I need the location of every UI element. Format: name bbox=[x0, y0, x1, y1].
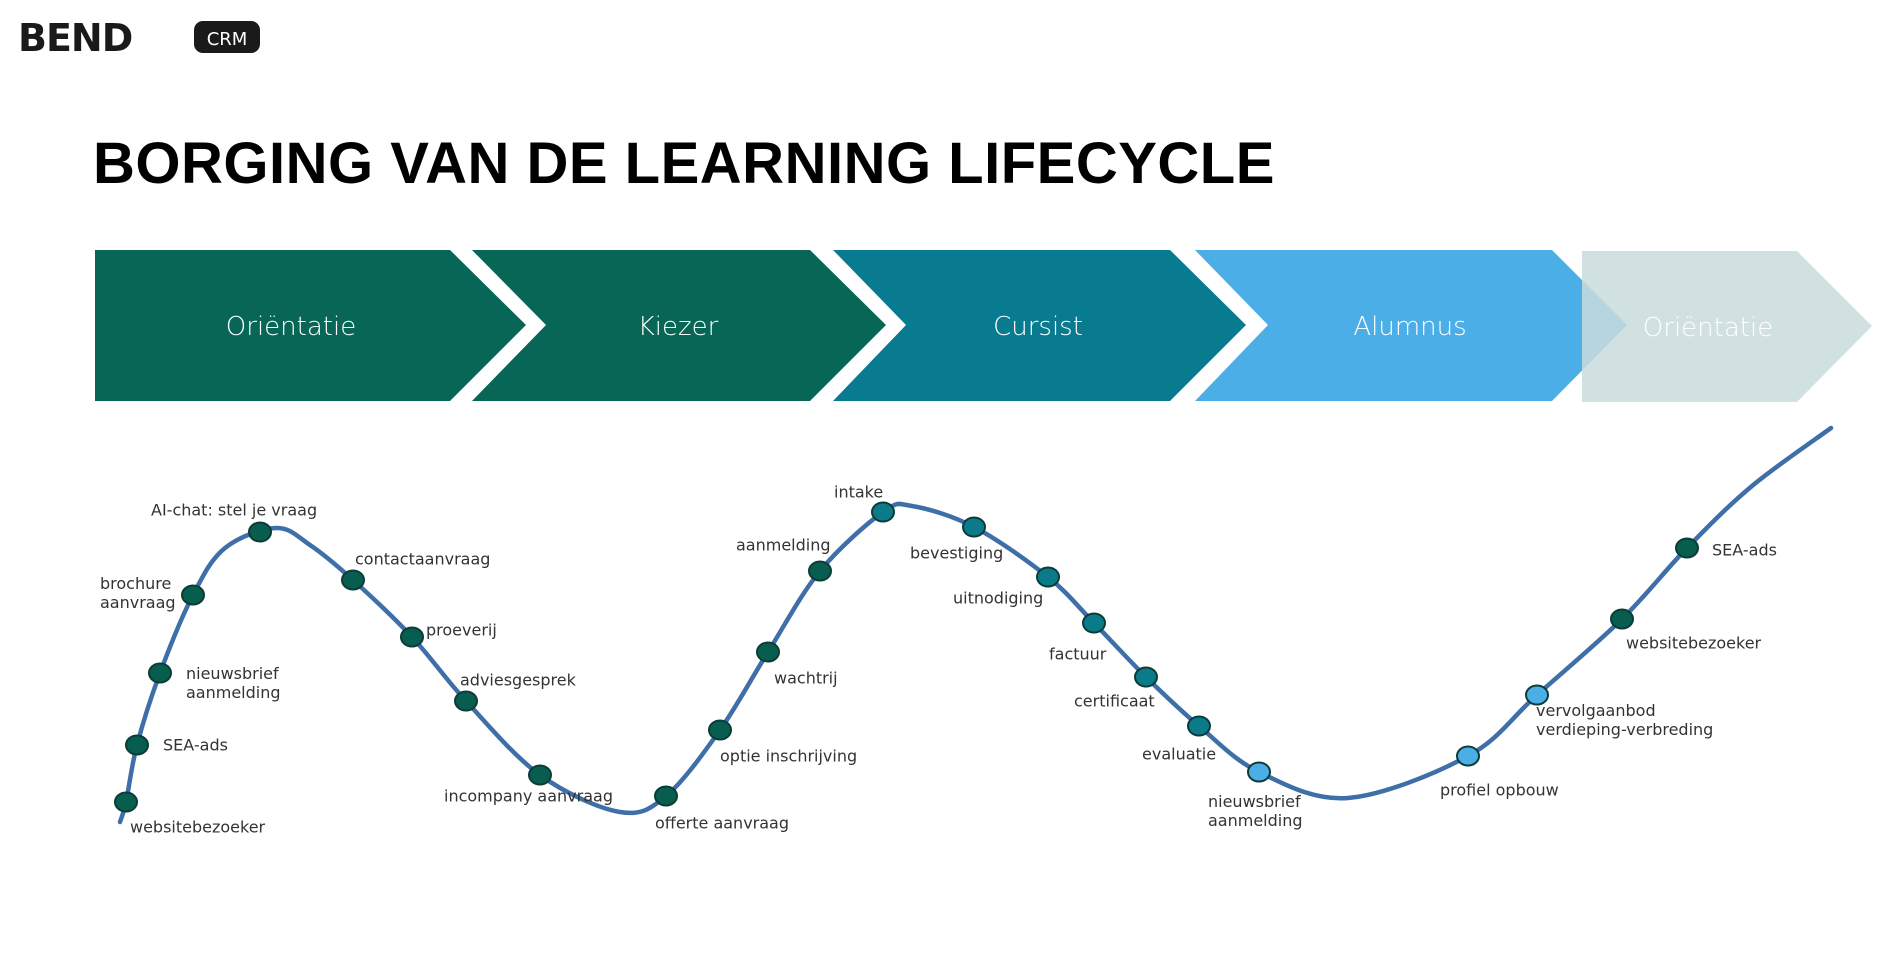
step-label: brochure aanvraag bbox=[100, 574, 176, 612]
step-label: offerte aanvraag bbox=[655, 813, 789, 833]
phase-label-cursist: Cursist bbox=[993, 312, 1083, 342]
step-dot bbox=[1247, 761, 1271, 783]
phase-label-orientatie: Oriëntatie bbox=[226, 312, 356, 342]
step-dot bbox=[248, 521, 272, 543]
step-label: intake bbox=[834, 482, 884, 502]
step-label: bevestiging bbox=[910, 543, 1004, 563]
step-dot bbox=[114, 791, 138, 813]
step-label: websitebezoeker bbox=[1626, 633, 1762, 653]
step-label: evaluatie bbox=[1142, 744, 1217, 764]
phase-arrow-4 bbox=[1195, 250, 1627, 401]
step-dot bbox=[341, 569, 365, 591]
step-label: factuur bbox=[1049, 644, 1107, 664]
phase-arrows: Oriëntatie Kiezer Cursist Alumnus Oriënt… bbox=[95, 250, 1872, 402]
step-dot bbox=[1134, 666, 1158, 688]
phase-arrow-5 bbox=[1582, 251, 1872, 402]
step-label: vervolgaanbod verdieping-verbreding bbox=[1536, 701, 1714, 739]
step-label: incompany aanvraag bbox=[444, 786, 613, 806]
step-label: aanmelding bbox=[736, 535, 831, 555]
step-label: profiel opbouw bbox=[1440, 780, 1559, 800]
step-label: certificaat bbox=[1074, 691, 1155, 711]
logo-crm-text: CRM bbox=[207, 29, 248, 50]
page-title: BORGING VAN DE LEARNING LIFECYCLE bbox=[93, 131, 1275, 196]
phase-arrow-1 bbox=[95, 250, 526, 401]
step-dot bbox=[400, 626, 424, 648]
step-dot bbox=[148, 662, 172, 684]
step-label: nieuwsbrief aanmelding bbox=[1208, 792, 1303, 830]
step-label: nieuwsbrief aanmelding bbox=[186, 664, 281, 702]
bend-crm-logo: BEND CRM bbox=[18, 16, 263, 62]
phase-arrow-2 bbox=[472, 250, 886, 401]
step-dot bbox=[1036, 566, 1060, 588]
step-dot bbox=[1456, 745, 1480, 767]
step-label: uitnodiging bbox=[953, 588, 1044, 608]
step-dot bbox=[1675, 537, 1699, 559]
step-dot bbox=[1610, 608, 1634, 630]
step-label: proeverij bbox=[426, 620, 497, 640]
step-dot bbox=[654, 785, 678, 807]
step-dot bbox=[454, 690, 478, 712]
step-dot bbox=[871, 501, 895, 523]
step-dot bbox=[528, 764, 552, 786]
step-dot bbox=[181, 584, 205, 606]
step-label: wachtrij bbox=[774, 668, 838, 688]
step-label: SEA-ads bbox=[1712, 540, 1777, 560]
phase-arrow-3 bbox=[833, 250, 1246, 401]
step-dot bbox=[1525, 684, 1549, 706]
step-dot bbox=[125, 734, 149, 756]
logo-brand-text: BEND bbox=[18, 18, 132, 58]
step-dot bbox=[756, 641, 780, 663]
step-label: AI-chat: stel je vraag bbox=[151, 500, 318, 520]
step-dot bbox=[1187, 715, 1211, 737]
step-dot bbox=[708, 719, 732, 741]
step-label: SEA-ads bbox=[163, 735, 228, 755]
step-label: contactaanvraag bbox=[355, 549, 491, 569]
phase-label-orientatie-next: Oriëntatie bbox=[1643, 313, 1773, 343]
phase-label-alumnus: Alumnus bbox=[1353, 312, 1466, 342]
step-label: optie inschrijving bbox=[720, 746, 858, 766]
phase-label-kiezer: Kiezer bbox=[638, 312, 719, 342]
step-dot bbox=[1082, 612, 1106, 634]
step-dot bbox=[808, 560, 832, 582]
step-label: adviesgesprek bbox=[460, 670, 576, 690]
step-dot bbox=[962, 516, 986, 538]
step-label: websitebezoeker bbox=[130, 817, 266, 837]
lifecycle-curve-line bbox=[117, 425, 1834, 825]
